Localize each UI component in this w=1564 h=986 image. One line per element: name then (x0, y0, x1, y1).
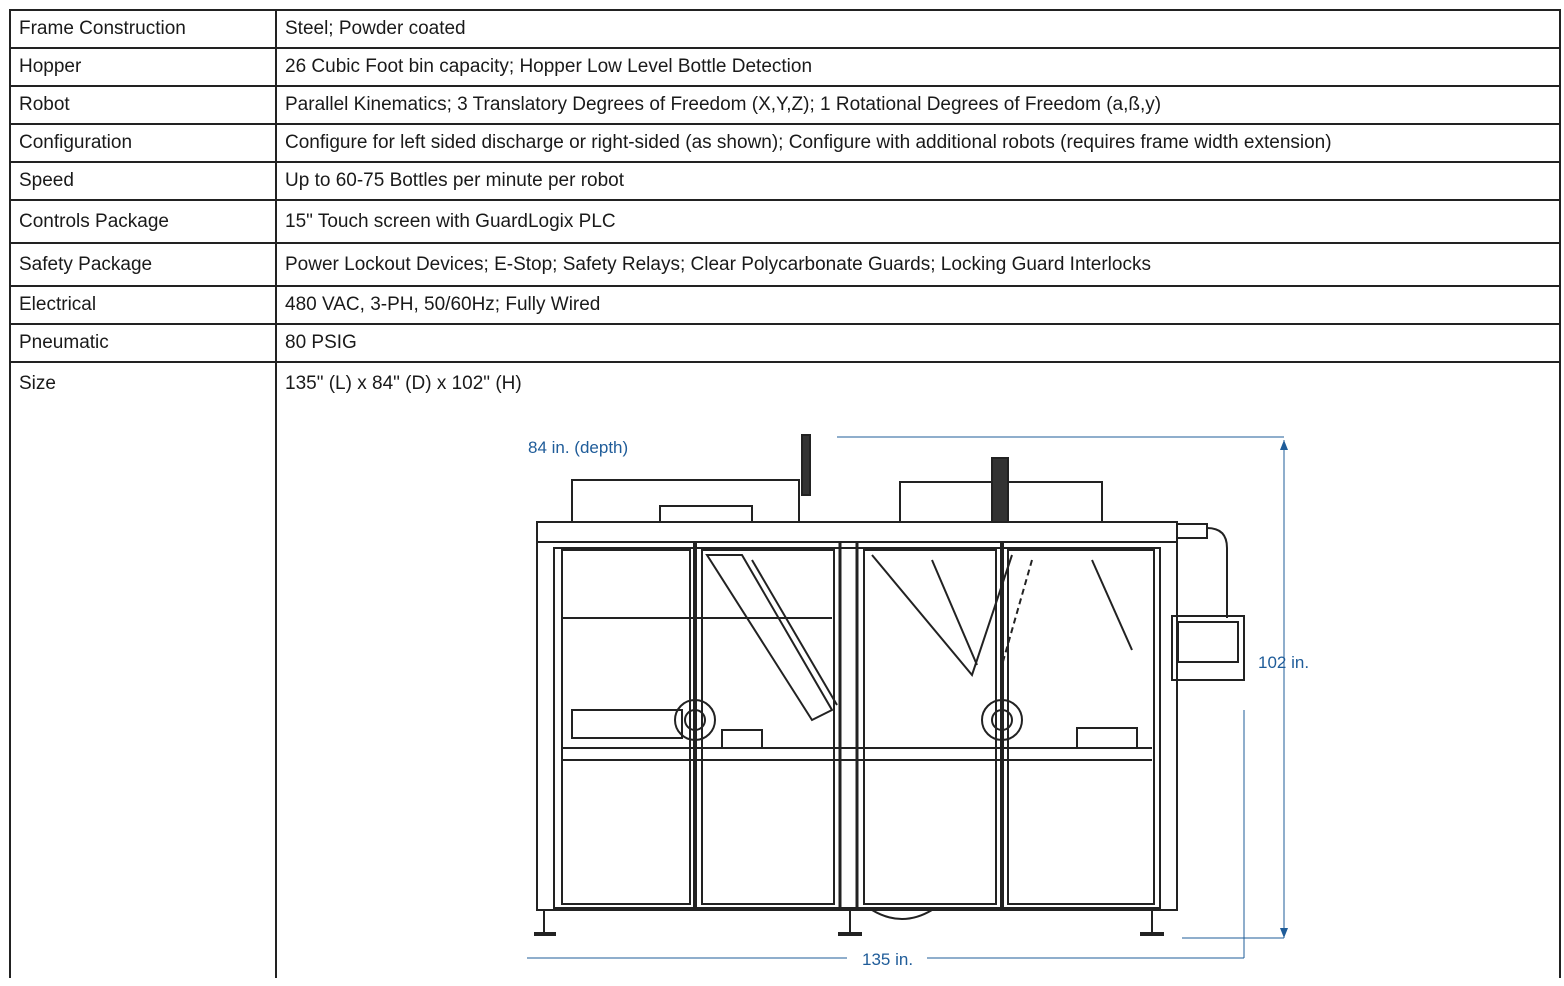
spec-table: Frame Construction Steel; Powder coated … (9, 9, 1561, 978)
spec-label: Pneumatic (9, 323, 277, 363)
spec-value: 26 Cubic Foot bin capacity; Hopper Low L… (275, 47, 1561, 87)
touch-screen-icon (1171, 615, 1245, 681)
height-dimension-label: 102 in. (1258, 653, 1309, 672)
spec-label: Frame Construction (9, 9, 277, 49)
table-row: Hopper 26 Cubic Foot bin capacity; Hoppe… (9, 47, 1561, 87)
spec-label: Configuration (9, 123, 277, 163)
table-row: Controls Package 15" Touch screen with G… (9, 199, 1561, 244)
spec-value: 135" (L) x 84" (D) x 102" (H) (275, 361, 1561, 978)
spec-label: Robot (9, 85, 277, 125)
machine-drawing: 84 in. (depth) 102 in. 135 in. (272, 410, 1560, 981)
table-row: Robot Parallel Kinematics; 3 Translatory… (9, 85, 1561, 125)
spec-label: Hopper (9, 47, 277, 87)
robot-motor-icon (991, 457, 1009, 523)
machine-elevation-svg: 84 in. (depth) 102 in. 135 in. (527, 434, 1309, 969)
spec-value: 80 PSIG (275, 323, 1561, 363)
spec-value: 480 VAC, 3-PH, 50/60Hz; Fully Wired (275, 285, 1561, 325)
table-row: Frame Construction Steel; Powder coated (9, 9, 1561, 49)
spec-label: Controls Package (9, 199, 277, 244)
spec-value: 15" Touch screen with GuardLogix PLC (275, 199, 1561, 244)
depth-dimension-label: 84 in. (depth) (528, 438, 628, 457)
spec-label: Size (9, 361, 277, 978)
spec-value: Steel; Powder coated (275, 9, 1561, 49)
table-row: Pneumatic 80 PSIG (9, 323, 1561, 363)
spec-label: Electrical (9, 285, 277, 325)
spec-label: Safety Package (9, 242, 277, 287)
table-row: Electrical 480 VAC, 3-PH, 50/60Hz; Fully… (9, 285, 1561, 325)
table-row: Safety Package Power Lockout Devices; E-… (9, 242, 1561, 287)
spec-label: Speed (9, 161, 277, 201)
table-row: Size 135" (L) x 84" (D) x 102" (H) (9, 361, 1561, 978)
stack-light-icon (801, 434, 811, 496)
table-row: Speed Up to 60-75 Bottles per minute per… (9, 161, 1561, 201)
spec-value: Power Lockout Devices; E-Stop; Safety Re… (275, 242, 1561, 287)
spec-value: Parallel Kinematics; 3 Translatory Degre… (275, 85, 1561, 125)
spec-value: Configure for left sided discharge or ri… (275, 123, 1561, 163)
hopper-box (571, 479, 800, 523)
table-row: Configuration Configure for left sided d… (9, 123, 1561, 163)
width-dimension-label: 135 in. (862, 950, 913, 969)
spec-value: Up to 60-75 Bottles per minute per robot (275, 161, 1561, 201)
